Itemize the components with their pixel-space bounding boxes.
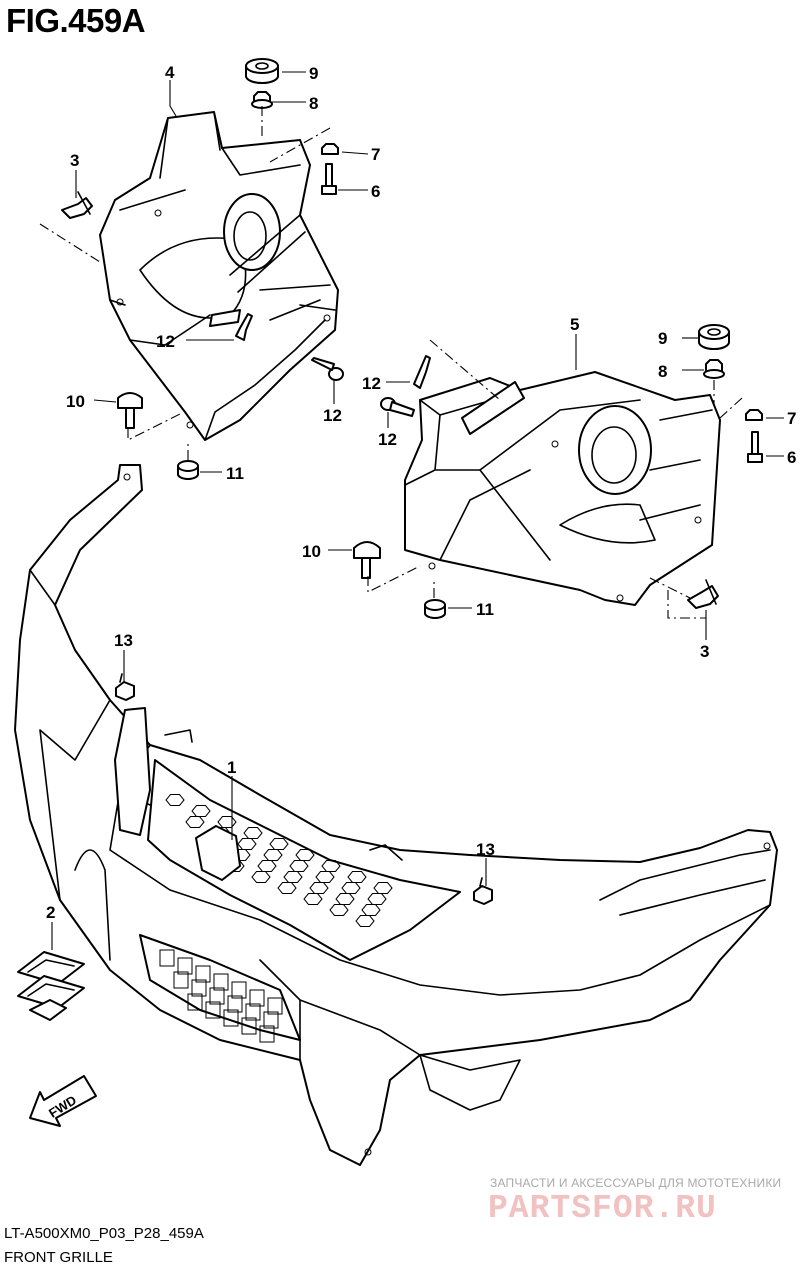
callout-2: 2 xyxy=(46,903,55,922)
screw-12-right-a xyxy=(413,355,431,389)
callout-13-right: 13 xyxy=(476,840,495,859)
alignment-lines xyxy=(39,106,743,619)
collar-8-right xyxy=(703,359,725,379)
lower-mesh-pattern xyxy=(159,949,283,1043)
callout-8-left: 8 xyxy=(309,94,318,113)
callout-10-left: 10 xyxy=(66,392,85,411)
leader-lines xyxy=(51,71,784,950)
callout-12-right-b: 12 xyxy=(378,430,397,449)
callout-6-right: 6 xyxy=(787,448,796,467)
callout-9-left: 9 xyxy=(309,64,318,83)
callout-1: 1 xyxy=(227,758,236,777)
callout-7-right: 7 xyxy=(787,409,796,428)
diagram-caption: FRONT GRILLE xyxy=(4,1249,113,1266)
cushion-11-left xyxy=(177,460,199,480)
watermark-tagline: ЗАПЧАСТИ И АКСЕССУАРЫ ДЛЯ МОТОТЕХНИКИ xyxy=(490,1176,782,1190)
bolt-10-right xyxy=(353,541,381,579)
callout-4: 4 xyxy=(165,63,175,82)
callout-11-left: 11 xyxy=(226,464,244,483)
callout-3-left: 3 xyxy=(70,151,79,170)
push-rivet-3-left xyxy=(61,191,93,219)
screw-12-left-a xyxy=(235,313,253,341)
callout-11-right: 11 xyxy=(476,600,494,619)
bolt-10-left xyxy=(117,392,143,429)
suzuki-emblem xyxy=(17,951,85,1021)
screw-13-right xyxy=(473,877,493,905)
grommet-9-left xyxy=(245,58,279,84)
nut-7-left xyxy=(321,143,339,155)
emblem-mount xyxy=(195,825,241,881)
bolt-6-left xyxy=(321,163,337,195)
callout-labels: 4 9 8 7 6 3 12 12 10 11 5 9 8 7 6 12 12 … xyxy=(46,63,796,922)
grommet-9-right xyxy=(698,324,730,350)
screw-12-left-b xyxy=(311,357,344,381)
callout-3-right: 3 xyxy=(700,642,709,661)
screw-12-right-b xyxy=(380,397,415,417)
screw-13-left xyxy=(115,673,135,701)
callout-5: 5 xyxy=(570,315,579,334)
callout-9-right: 9 xyxy=(658,329,667,348)
bolt-6-right xyxy=(747,431,763,463)
figure-title: FIG.459A xyxy=(6,2,146,39)
callout-10-right: 10 xyxy=(302,542,321,561)
fwd-arrow: FWD xyxy=(29,1075,97,1127)
collar-8-left xyxy=(251,91,273,109)
callout-6-left: 6 xyxy=(371,182,380,201)
callout-13-left: 13 xyxy=(114,631,133,650)
callout-12-left-b: 12 xyxy=(323,406,342,425)
watermark-brand: PARTSFOR.RU xyxy=(488,1190,717,1227)
push-rivet-3-right xyxy=(687,579,719,609)
right-headlight-housing xyxy=(404,371,721,606)
left-headlight-housing xyxy=(99,111,339,441)
nut-7-right xyxy=(745,409,763,421)
callout-12-left-a: 12 xyxy=(156,332,175,351)
lower-mesh-panel xyxy=(139,934,301,1043)
callout-12-right-a: 12 xyxy=(362,374,381,393)
upper-mesh-panel xyxy=(147,759,461,961)
callout-7-left: 7 xyxy=(371,145,380,164)
diagram-code: LT-A500XM0_P03_P28_459A xyxy=(4,1225,204,1242)
mesh-pattern xyxy=(165,794,393,927)
cushion-11-right xyxy=(424,599,446,619)
callout-8-right: 8 xyxy=(658,362,667,381)
